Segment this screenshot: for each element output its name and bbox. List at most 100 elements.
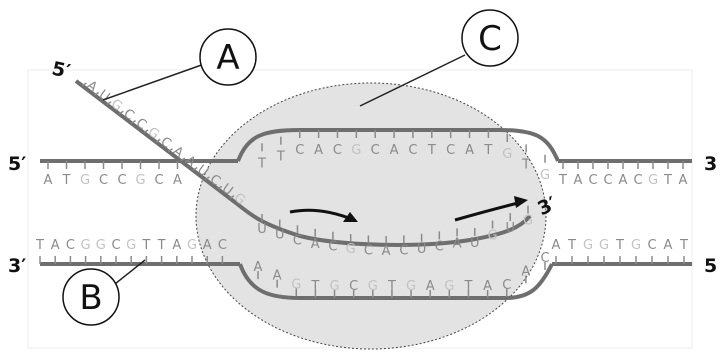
base-bubble_top-11: A — [465, 143, 474, 158]
label-rna-five-prime: 5′ — [50, 58, 72, 83]
base-bottom_left-2: C — [66, 238, 75, 253]
base-bubble_top-2: C — [295, 143, 304, 158]
base-bubble_bottom-0: A — [254, 260, 263, 275]
callout-a-circle — [199, 28, 257, 86]
base-bubble_bottom-6: G — [368, 279, 378, 294]
rna-backbone — [74, 79, 532, 247]
tick-rna_diag-10 — [204, 176, 210, 181]
tick-rna_diag-5 — [143, 129, 149, 134]
base-bottom_left-4: G — [96, 238, 106, 253]
base-top_right-5: C — [633, 173, 642, 188]
base-top_right-8: A — [679, 173, 688, 188]
base-bubble_top-8: C — [408, 143, 417, 158]
base-bubble_bottom-11: T — [463, 279, 472, 294]
arrow-right-head — [514, 196, 528, 208]
callout-c-circle — [461, 9, 519, 67]
tick-rna_diag-7 — [167, 148, 173, 153]
base-bubble_top-3: A — [314, 143, 323, 158]
base-bubble_top-14: T — [521, 157, 530, 172]
base-rna_arc-0: U — [257, 222, 267, 237]
callout-b: B — [62, 268, 120, 326]
base-bottom_left-3: G — [81, 238, 91, 253]
base-top_right-2: C — [588, 173, 597, 188]
base-rna_arc-15: G — [523, 214, 533, 229]
base-bubble_bottom-2: G — [291, 277, 301, 292]
tick-rna_diag-11 — [217, 185, 223, 190]
base-bubble_bottom-3: T — [310, 279, 319, 294]
base-bottom_right-1: T — [567, 238, 576, 253]
base-top_left-0: A — [44, 173, 53, 188]
callout-a: A — [199, 28, 257, 86]
base-bottom_left-9: A — [172, 238, 181, 253]
base-bottom_left-12: C — [218, 238, 227, 253]
callout-a-label: A — [216, 38, 239, 78]
base-top_left-1: T — [62, 173, 71, 188]
base-bubble_bottom-14: A — [521, 264, 530, 279]
base-rna_arc-13: G — [487, 229, 497, 244]
base-bubble_top-13: G — [502, 147, 512, 162]
base-top_right-7: T — [663, 173, 672, 188]
base-pair-ticks — [39, 82, 685, 298]
base-bubble_bottom-9: A — [426, 279, 435, 294]
callout-b-label: B — [79, 278, 102, 318]
callout-b-circle — [62, 268, 120, 326]
base-bubble_bottom-8: G — [406, 279, 416, 294]
base-bubble_bottom-4: G — [329, 279, 339, 294]
callout-c-label: C — [478, 19, 502, 59]
base-top_right-6: G — [648, 173, 658, 188]
base-bubble_top-0: T — [257, 156, 266, 171]
base-top_left-3: C — [99, 173, 108, 188]
label-top-right-end: 3 — [704, 153, 717, 175]
base-bubble_top-10: C — [446, 143, 455, 158]
base-rna_arc-8: C — [399, 243, 408, 258]
base-bubble_bottom-1: A — [273, 269, 282, 284]
transcription-bubble — [195, 82, 547, 350]
tick-rna_diag-3 — [118, 110, 124, 115]
base-bottom_left-5: C — [111, 238, 120, 253]
base-bubble_bottom-13: C — [502, 278, 511, 293]
base-bubble_top-5: G — [351, 143, 361, 158]
base-bottom_left-1: A — [51, 238, 60, 253]
base-rna_arc-3: A — [311, 237, 320, 252]
base-rna_arc-10: C — [435, 239, 444, 254]
base-bottom_right-6: C — [647, 238, 656, 253]
base-bubble_top-7: A — [390, 143, 399, 158]
base-bottom_left-7: T — [141, 238, 150, 253]
bottom-strand-bubble-backbone — [238, 263, 554, 300]
base-top_right-1: A — [574, 173, 583, 188]
base-rna_arc-14: U — [506, 221, 516, 236]
base-bubble_top-6: C — [371, 143, 380, 158]
base-bubble_bottom-15: C — [540, 251, 549, 266]
callout-c-leader — [359, 54, 466, 107]
base-rna_arc-6: C — [364, 244, 373, 259]
base-bubble_top-15: G — [540, 168, 550, 183]
base-top_left-4: C — [117, 173, 126, 188]
base-rna_arc-4: C — [328, 240, 337, 255]
tick-rna_diag-4 — [130, 120, 137, 124]
callout-a-leader — [102, 61, 211, 101]
base-bubble_top-12: T — [483, 143, 492, 158]
label-top-left-end: 5′ — [8, 153, 26, 175]
base-bottom_right-7: A — [664, 238, 673, 253]
base-rna_arc-12: U — [470, 236, 480, 251]
base-bubble_top-1: T — [276, 150, 285, 165]
base-rna_arc-7: A — [382, 244, 391, 259]
base-bottom_left-6: G — [126, 238, 136, 253]
base-top_right-3: C — [603, 173, 612, 188]
base-top_left-7: A — [173, 173, 182, 188]
base-bottom_right-8: T — [679, 238, 688, 253]
base-top_left-5: G — [135, 173, 145, 188]
label-bottom-right-end: 5 — [704, 255, 717, 277]
base-bottom_left-0: T — [35, 238, 44, 253]
base-rna_arc-9: U — [417, 242, 427, 257]
base-bubble_top-9: T — [427, 143, 436, 158]
base-top_left-6: C — [154, 173, 163, 188]
base-top_right-0: T — [558, 173, 567, 188]
base-bottom_right-4: T — [615, 238, 624, 253]
base-bubble_bottom-10: G — [444, 279, 454, 294]
base-rna_arc-2: C — [293, 233, 302, 248]
base-top_left-2: G — [80, 173, 90, 188]
tick-rna_diag-9 — [192, 166, 198, 171]
